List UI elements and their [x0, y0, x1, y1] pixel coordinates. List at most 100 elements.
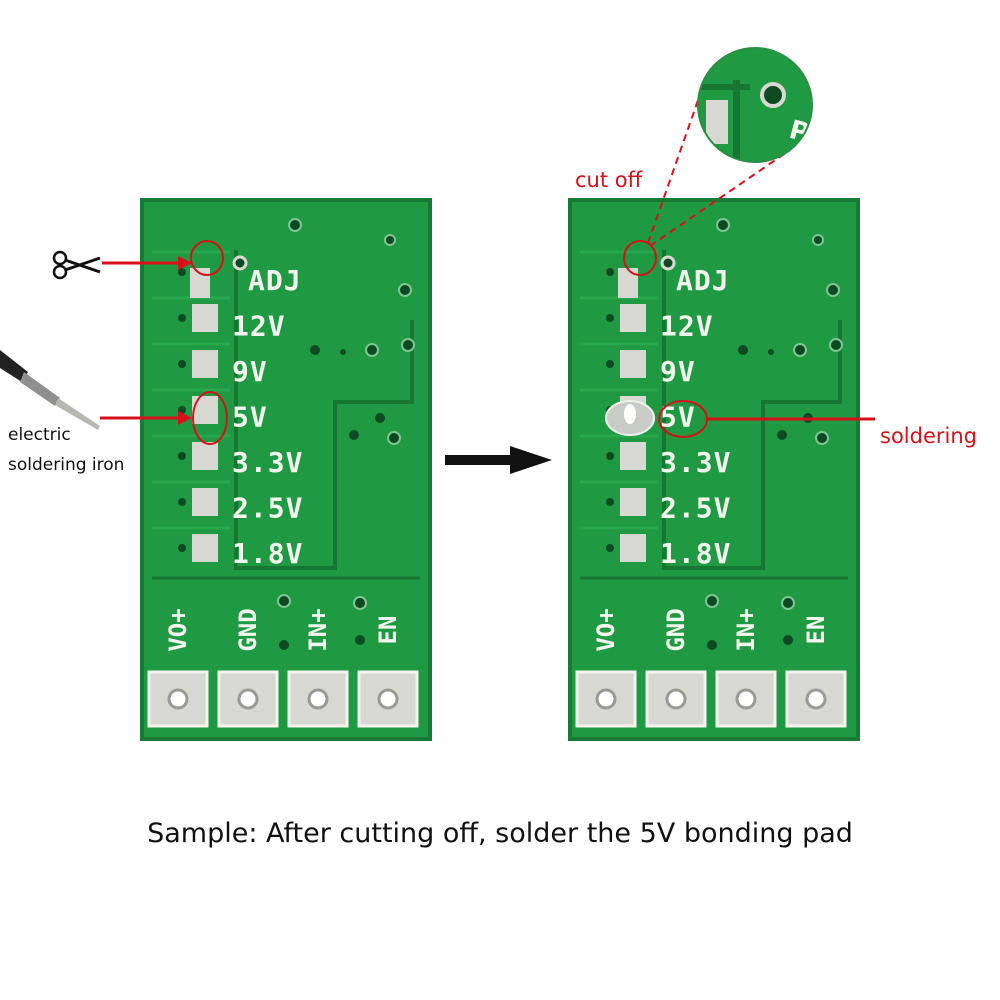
via [340, 349, 346, 355]
via [793, 343, 807, 357]
zoom-trace [733, 80, 740, 162]
pin-label: IN+ [732, 608, 760, 651]
red-arrowhead [178, 256, 192, 270]
via [812, 234, 824, 246]
pin-label: IN+ [304, 608, 332, 651]
pin-label: VO+ [592, 608, 620, 651]
iron-label-line2: soldering iron [8, 455, 125, 475]
silkscreen-label: 2.5V [232, 492, 303, 525]
red-arrowhead [178, 411, 192, 425]
pin-pad [645, 670, 707, 728]
pin-label: EN [802, 616, 830, 645]
silkscreen-label: 9V [232, 355, 268, 388]
zoom-pad [706, 100, 728, 144]
via [781, 596, 795, 610]
via [178, 498, 186, 506]
pin-hole [307, 688, 329, 710]
scissors-ring [52, 264, 68, 280]
iron-shaft [20, 372, 60, 406]
via [716, 218, 730, 232]
iron-tip [55, 398, 100, 430]
cut-circle [190, 240, 224, 276]
silkscreen-label: 5V [232, 401, 268, 434]
via [738, 345, 748, 355]
cut-off-label: cut off [575, 168, 643, 192]
bonding-pad [620, 304, 646, 332]
soldering-iron-icon [0, 350, 100, 430]
solder-target-circle [192, 391, 228, 445]
via [288, 218, 302, 232]
via [815, 431, 829, 445]
via [660, 255, 676, 271]
via [705, 594, 719, 608]
via [829, 338, 843, 352]
bonding-pad [192, 488, 218, 516]
silkscreen-label: 1.8V [660, 537, 731, 570]
via [826, 283, 840, 297]
zoom-line [649, 149, 791, 247]
via [606, 452, 614, 460]
via [606, 314, 614, 322]
via [349, 430, 359, 440]
bonding-pad [620, 442, 646, 470]
via [178, 544, 186, 552]
bonding-pad [618, 268, 638, 298]
pin-label: EN [374, 616, 402, 645]
silkscreen-label: ADJ [248, 264, 302, 297]
silkscreen-label: ADJ [676, 264, 730, 297]
pin-hole [167, 688, 189, 710]
zoom-detail: P [698, 48, 812, 162]
via [178, 452, 186, 460]
zoom-line [647, 85, 704, 244]
bonding-pad [192, 396, 218, 424]
via [606, 360, 614, 368]
zoom-border [697, 47, 813, 163]
via [783, 635, 793, 645]
via [232, 255, 248, 271]
annotation-layer: P [0, 47, 875, 474]
pin-hole [805, 688, 827, 710]
via [310, 345, 320, 355]
caption: Sample: After cutting off, solder the 5V… [147, 818, 853, 849]
scissors-blades [64, 256, 101, 274]
via [606, 268, 614, 276]
silkscreen-label: 3.3V [660, 446, 731, 479]
via [353, 596, 367, 610]
pin-hole [665, 688, 687, 710]
pin-hole [237, 688, 259, 710]
via [606, 498, 614, 506]
silkscreen-label: 3.3V [232, 446, 303, 479]
via [606, 544, 614, 552]
via [365, 343, 379, 357]
scissors-ring [52, 250, 68, 266]
pin-label: GND [234, 608, 262, 651]
bonding-pad [620, 350, 646, 378]
via [178, 268, 186, 276]
via [777, 430, 787, 440]
bonding-pad [192, 304, 218, 332]
direction-arrow-head [510, 446, 552, 474]
silkscreen-label: 12V [660, 310, 714, 343]
iron-handle [0, 350, 28, 382]
trace [234, 250, 414, 570]
pin-hole [377, 688, 399, 710]
pin-hole [735, 688, 757, 710]
pin-label: VO+ [164, 608, 192, 651]
silkscreen-label: 5V [660, 401, 696, 434]
via [398, 283, 412, 297]
bonding-pad [192, 442, 218, 470]
iron-label-line1: electric [8, 425, 71, 445]
via [375, 413, 385, 423]
bonding-pad [620, 534, 646, 562]
via [178, 314, 186, 322]
silkscreen-label: 9V [660, 355, 696, 388]
via [279, 640, 289, 650]
cut-circle [623, 240, 657, 276]
via [401, 338, 415, 352]
direction-arrow-shaft [445, 455, 513, 465]
silkscreen-label: 2.5V [660, 492, 731, 525]
via [277, 594, 291, 608]
scissors-icon [52, 250, 101, 280]
